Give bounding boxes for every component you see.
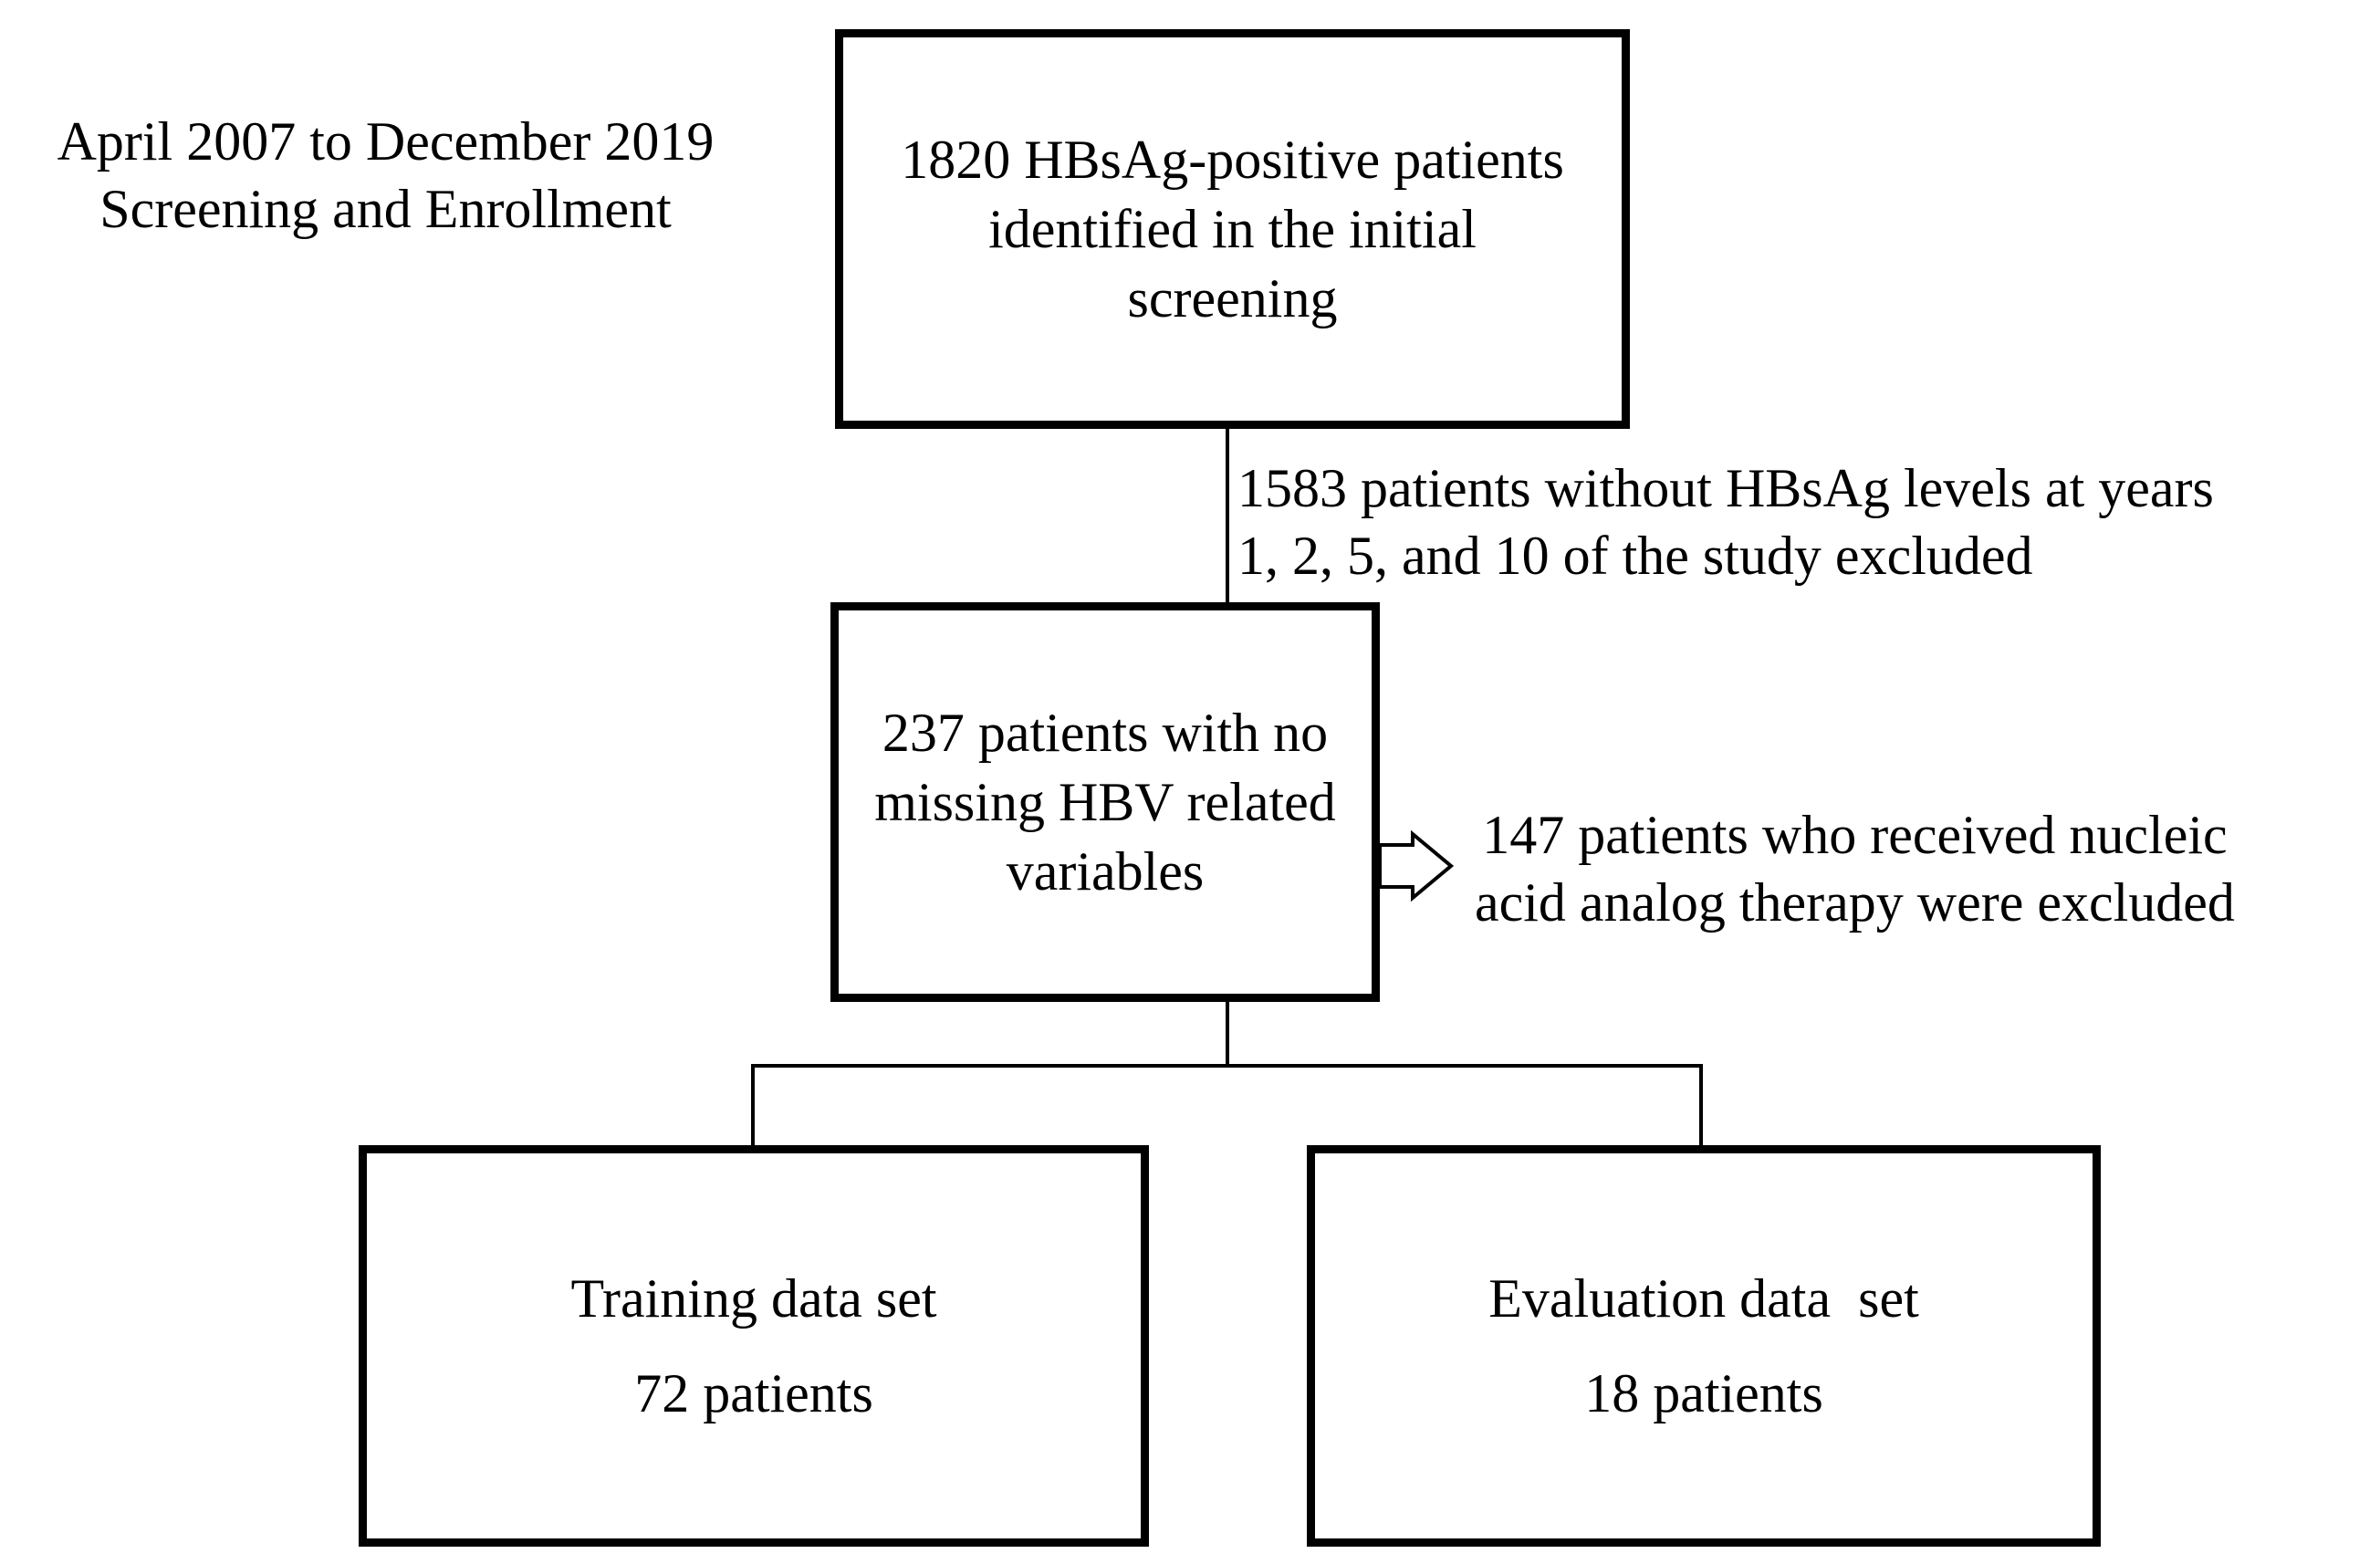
exclusion-note-missing-hbsag-line1: 1583 patients without HBsAg levels at ye… [1237, 458, 2214, 518]
included-box-line3: variables [1006, 841, 1205, 902]
included-box-line1: 237 patients with no [882, 703, 1329, 763]
training-set-box: Training data set 72 patients [359, 1145, 1149, 1547]
included-patients-box: 237 patients with no missing HBV related… [830, 602, 1380, 1002]
exclusion-note-missing-hbsag-line2: 1, 2, 5, and 10 of the study excluded [1237, 526, 2033, 586]
included-box-line2: missing HBV related [874, 772, 1336, 832]
screening-box: 1820 HBsAg-positive patients identified … [835, 29, 1630, 429]
training-set-count: 72 patients [634, 1363, 873, 1423]
study-period-dates: April 2007 to December 2019 [57, 111, 715, 172]
screening-box-line3: screening [1127, 268, 1338, 328]
evaluation-set-count: 18 patients [1584, 1363, 1823, 1423]
screening-box-line1: 1820 HBsAg-positive patients [901, 130, 1564, 190]
exclusion-arrow-icon [1378, 829, 1455, 902]
exclusion-note-nucleic-acid-therapy: 147 patients who received nucleic acid a… [1475, 801, 2235, 936]
exclusion-note-nucleic-line1: 147 patients who received nucleic [1482, 805, 2228, 865]
screening-box-line2: identified in the initial [988, 199, 1477, 259]
evaluation-set-title: Evaluation data set [1488, 1268, 1919, 1329]
exclusion-note-missing-hbsag: 1583 patients without HBsAg levels at ye… [1237, 454, 2214, 589]
study-period-phase: Screening and Enrollment [99, 179, 672, 239]
training-set-title: Training data set [570, 1268, 937, 1329]
study-period-label: April 2007 to December 2019 Screening an… [0, 108, 771, 243]
evaluation-set-box: Evaluation data set 18 patients [1307, 1145, 2101, 1547]
exclusion-note-nucleic-line2: acid analog therapy were excluded [1475, 872, 2235, 933]
